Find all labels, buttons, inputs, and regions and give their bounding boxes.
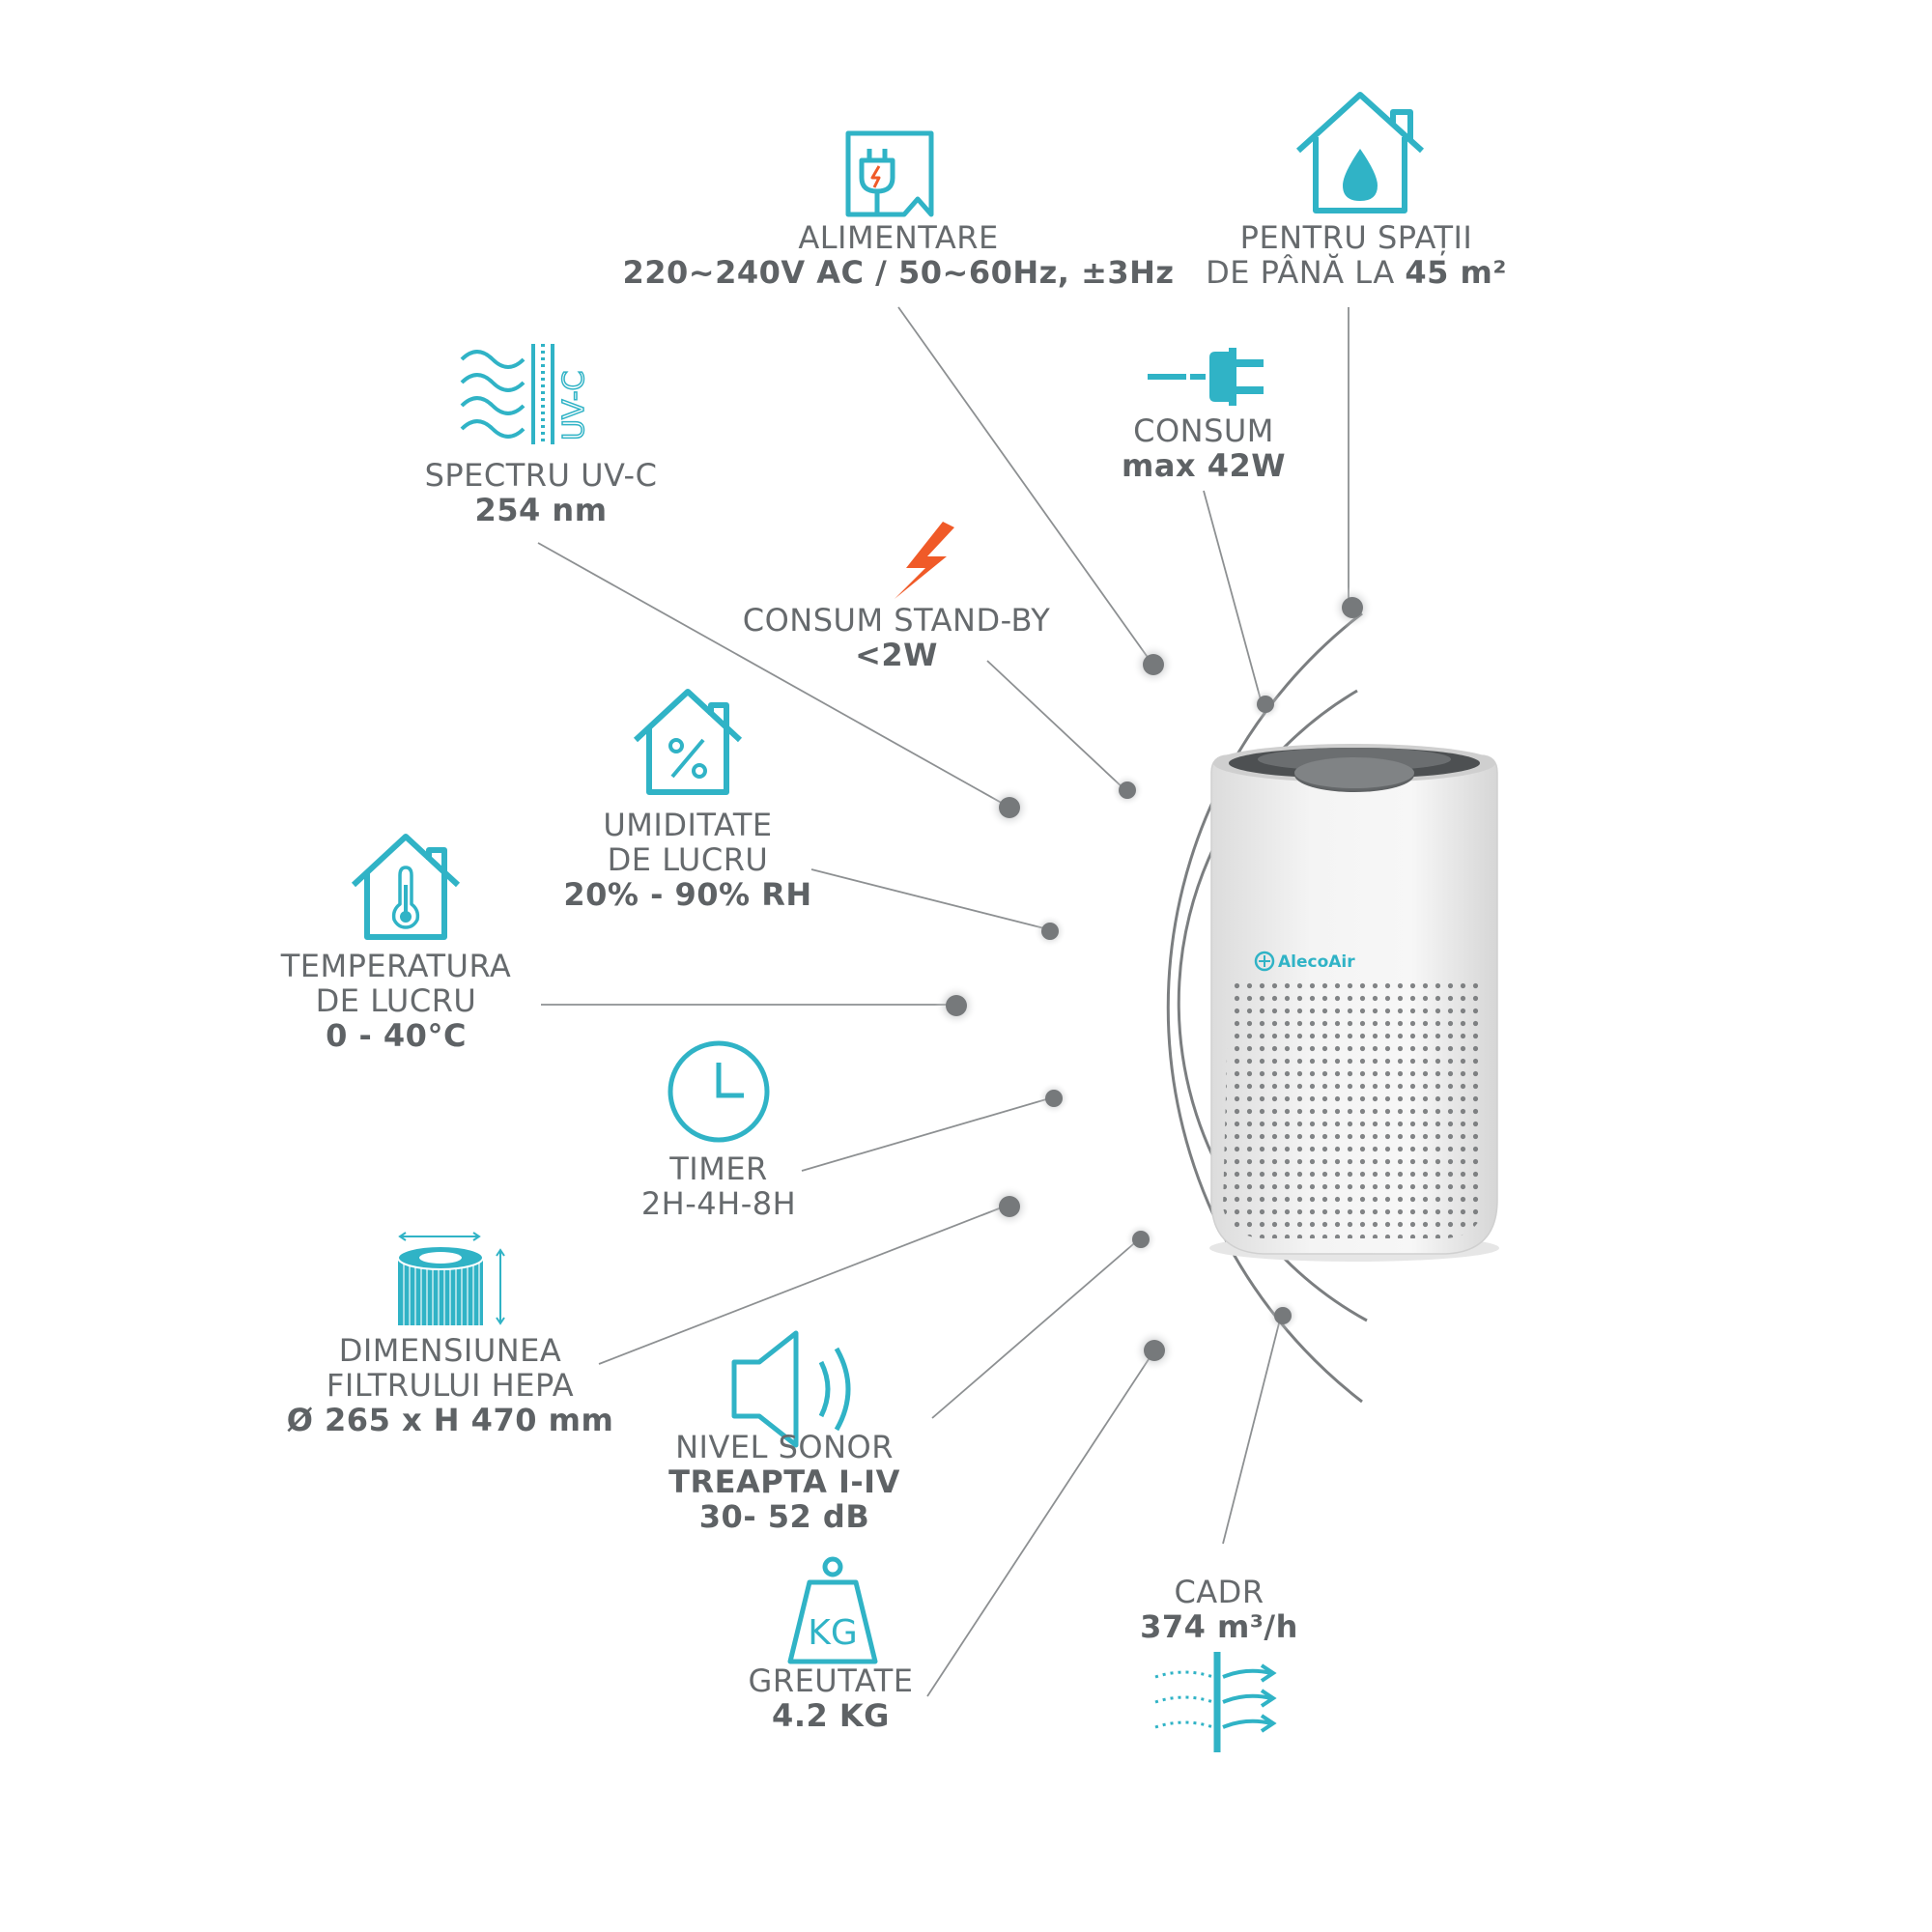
label-temperature: TEMPERATURA DE LUCRU 0 - 40°C: [106, 949, 686, 1053]
consumption-name: CONSUM: [1133, 412, 1274, 449]
house-water-drop-icon: [1295, 92, 1425, 213]
line-uv-spectrum: [537, 542, 1008, 807]
filter-name-2: FILTRULUI HEPA: [326, 1367, 575, 1404]
clock-icon: [668, 1040, 770, 1143]
label-standby: CONSUM STAND-BY <2W: [607, 603, 1186, 672]
node-filter: [988, 1185, 1031, 1228]
brand-logo: AlecoAir: [1254, 951, 1355, 972]
weight-kg-icon: KG: [787, 1556, 878, 1664]
weight-icon-text: KG: [808, 1613, 858, 1653]
label-cadr: CADR 374 m³/h: [929, 1575, 1509, 1644]
temperature-value: 0 - 40°C: [326, 1017, 467, 1054]
room-size-value: 45 m²: [1405, 254, 1507, 291]
line-noise: [931, 1237, 1141, 1419]
uv-spectrum-value: 254 nm: [474, 492, 608, 528]
house-percent-icon: [633, 689, 743, 795]
filter-name: DIMENSIUNEA: [338, 1332, 562, 1369]
node-noise: [1124, 1223, 1157, 1256]
label-power-supply: ALIMENTARE 220~240V AC / 50~60Hz, ±3Hz: [609, 220, 1188, 290]
room-size-prefix: DE PÂNĂ LA: [1206, 254, 1406, 291]
room-size-value-line: DE PÂNĂ LA 45 m²: [1066, 255, 1646, 290]
noise-value-2: 30- 52 dB: [698, 1498, 870, 1535]
consumption-value: max 42W: [1121, 447, 1287, 484]
humidity-name: UMIDITATE: [603, 807, 773, 843]
cadr-name: CADR: [1174, 1574, 1264, 1610]
node-power-supply: [1132, 643, 1175, 686]
connector-lines: [537, 306, 1350, 1697]
line-consumption: [1203, 490, 1263, 704]
node-room-size: [1331, 586, 1374, 629]
node-humidity: [1034, 915, 1066, 948]
label-consumption: CONSUM max 42W: [914, 413, 1493, 483]
line-cadr: [1222, 1315, 1282, 1545]
node-timer: [1037, 1082, 1070, 1115]
label-humidity: UMIDITATE DE LUCRU 20% - 90% RH: [398, 808, 978, 912]
label-timer: TIMER 2H-4H-8H: [429, 1151, 1009, 1221]
node-consumption: [1249, 688, 1282, 721]
noise-value: TREAPTA I-IV: [668, 1463, 900, 1500]
hepa-filter-icon: [397, 1232, 505, 1325]
airflow-icon: [1154, 1652, 1277, 1752]
node-temperature: [935, 984, 978, 1027]
noise-name: NIVEL SONOR: [675, 1429, 894, 1465]
label-room-size: PENTRU SPAȚII DE PÂNĂ LA 45 m²: [1066, 220, 1646, 290]
line-weight: [926, 1350, 1155, 1697]
air-purifier-product: AlecoAir: [1209, 744, 1499, 1262]
humidity-name-2: DE LUCRU: [607, 841, 769, 878]
label-uv-spectrum: SPECTRU UV-C 254 nm: [251, 458, 831, 527]
temperature-name-2: DE LUCRU: [315, 982, 477, 1019]
uv-c-waves-icon: UV-C: [460, 344, 592, 444]
label-noise: NIVEL SONOR TREAPTA I-IV 30- 52 dB: [495, 1430, 1074, 1534]
room-size-name: PENTRU SPAȚII: [1239, 219, 1473, 256]
label-filter: DIMENSIUNEA FILTRULUI HEPA Ø 265 x H 470…: [160, 1333, 740, 1437]
line-timer: [801, 1096, 1054, 1172]
lightning-bolt-icon: [895, 522, 954, 599]
connector-nodes: [935, 586, 1374, 1372]
label-weight: GREUTATE 4.2 KG: [541, 1663, 1121, 1733]
node-standby: [1111, 774, 1144, 807]
node-weight: [1133, 1329, 1176, 1372]
power-plug-panel-icon: [845, 130, 934, 217]
standby-value: <2W: [855, 637, 938, 673]
temperature-name: TEMPERATURA: [280, 948, 512, 984]
weight-name: GREUTATE: [748, 1662, 914, 1699]
house-thermometer-icon: [351, 834, 461, 940]
power-supply-name: ALIMENTARE: [798, 219, 999, 256]
filter-value: Ø 265 x H 470 mm: [286, 1402, 614, 1438]
timer-name: TIMER: [669, 1151, 768, 1187]
uv-c-icon-text: UV-C: [557, 371, 591, 441]
speaker-icon: [731, 1330, 851, 1448]
weight-value: 4.2 KG: [772, 1697, 890, 1734]
brand-name: AlecoAir: [1278, 952, 1355, 972]
cadr-value: 374 m³/h: [1140, 1608, 1298, 1645]
power-supply-value: 220~240V AC / 50~60Hz, ±3Hz: [622, 254, 1175, 291]
node-cadr: [1266, 1299, 1299, 1332]
timer-value: 2H-4H-8H: [640, 1185, 797, 1222]
plug-icon: [1148, 348, 1264, 406]
line-power-supply: [897, 306, 1152, 664]
standby-name: CONSUM STAND-BY: [742, 602, 1051, 639]
line-humidity: [810, 868, 1049, 930]
node-uv-spectrum: [988, 786, 1031, 829]
uv-spectrum-name: SPECTRU UV-C: [424, 457, 658, 494]
humidity-value: 20% - 90% RH: [563, 876, 812, 913]
line-standby: [986, 660, 1125, 790]
line-filter: [598, 1205, 1008, 1365]
